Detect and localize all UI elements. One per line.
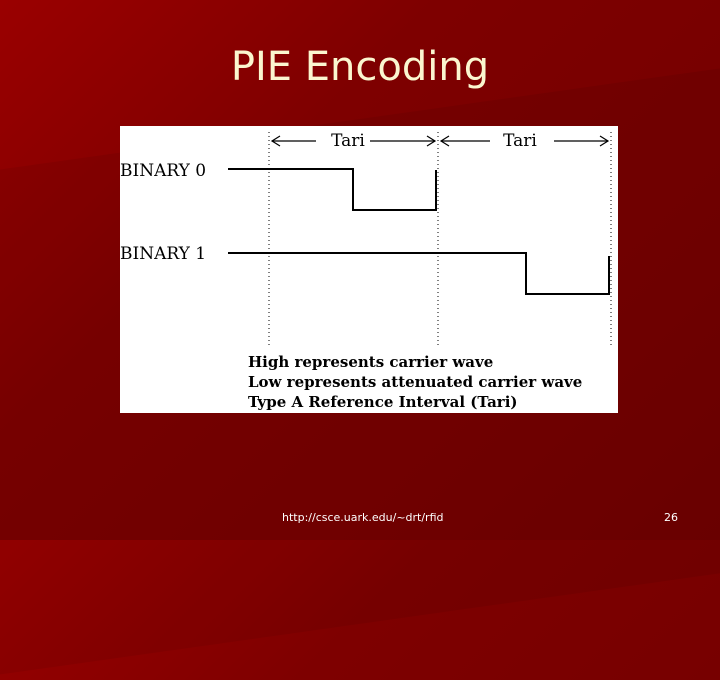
binary1-label: BINARY 1 bbox=[120, 244, 206, 264]
page-number: 26 bbox=[664, 511, 678, 524]
binary1-waveform bbox=[228, 252, 610, 295]
slide-title: PIE Encoding bbox=[230, 44, 490, 90]
binary0-waveform bbox=[228, 168, 437, 211]
legend-line-tari: Type A Reference Interval (Tari) bbox=[248, 393, 518, 411]
binary0-label: BINARY 0 bbox=[120, 161, 206, 181]
waveform-diagram: Tari Tari BINARY 0 BINARY 1 bbox=[120, 131, 612, 346]
tari-arrow-1: Tari bbox=[270, 131, 437, 151]
legend-line-high: High represents carrier wave bbox=[248, 353, 494, 371]
legend: High represents carrier wave Low represe… bbox=[248, 352, 582, 412]
legend-line-low: Low represents attenuated carrier wave bbox=[248, 373, 583, 391]
tari-label-2: Tari bbox=[503, 131, 537, 151]
footer-url: http://csce.uark.edu/~drt/rfid bbox=[282, 511, 444, 524]
tari-label-1: Tari bbox=[331, 131, 365, 151]
tari-arrow-2: Tari bbox=[439, 131, 610, 151]
pie-encoding-figure: Tari Tari BINARY 0 BINARY 1 bbox=[120, 126, 618, 413]
